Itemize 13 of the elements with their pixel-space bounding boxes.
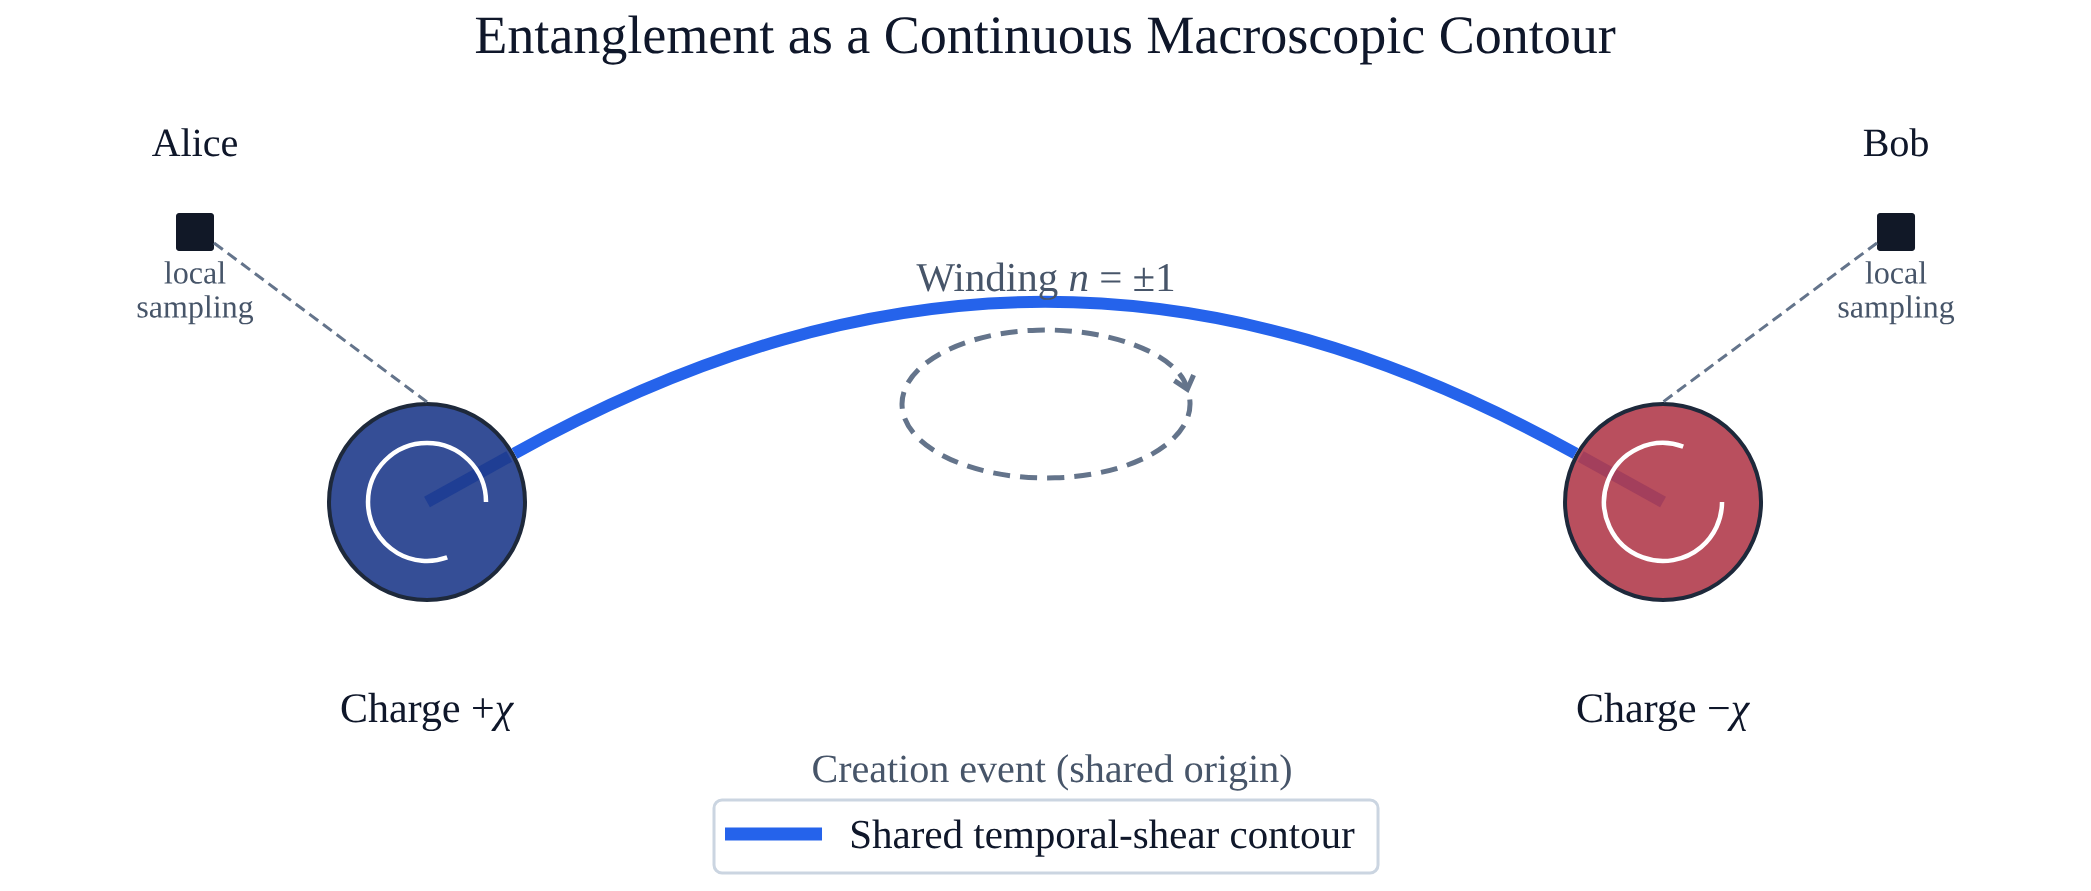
- marker-label: local sampling: [1838, 261, 1955, 325]
- name-label: Bob: [1863, 128, 1928, 157]
- annotation: Creation event (shared origin): [813, 754, 1291, 791]
- leader-line: [1662, 241, 1878, 404]
- title: Entanglement as a Continuous Macroscopic Contour: [475, 15, 1616, 65]
- leader-line: [213, 241, 428, 404]
- charge-label: Charge −χ: [1577, 692, 1751, 732]
- legend-label: Shared temporal-shear contour: [851, 819, 1355, 857]
- contour-curve: [511, 296, 1579, 459]
- name-label: Alice: [152, 128, 237, 157]
- annotation: Winding n = ±1: [916, 262, 1174, 300]
- charge-label: Charge +χ: [341, 692, 515, 732]
- marker-label: local sampling: [137, 261, 254, 325]
